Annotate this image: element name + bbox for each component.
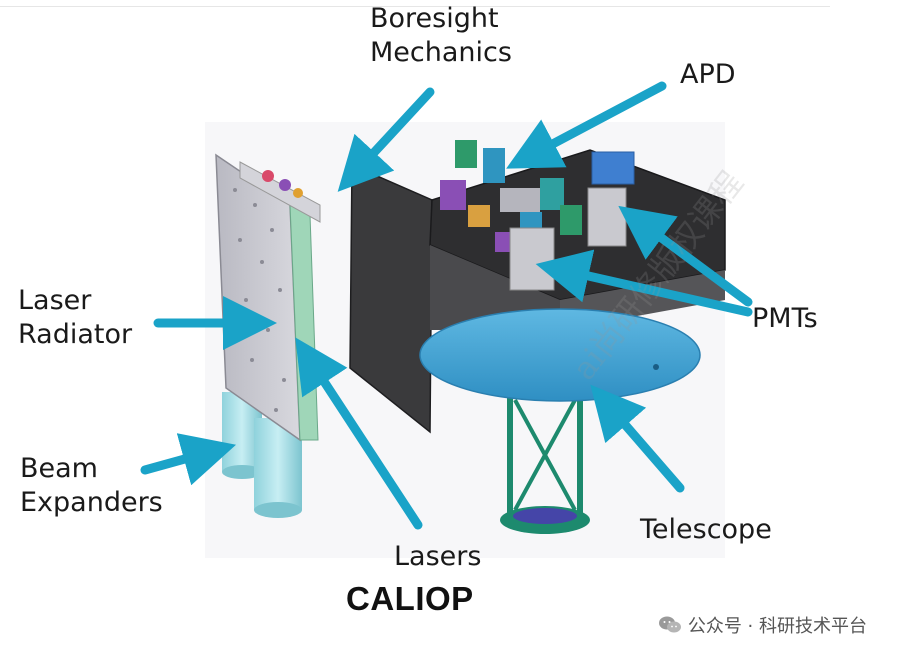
label-telescope: Telescope — [640, 514, 772, 545]
arrow-beam-expanders — [140, 433, 237, 486]
wechat-icon — [658, 616, 681, 633]
label-boresight-mechanics: Boresight Mechanics — [370, 3, 512, 68]
label-lasers: Lasers — [394, 541, 482, 572]
label-apd: APD — [680, 59, 736, 90]
label-beam-expanders: Beam Expanders — [20, 453, 163, 518]
callout-arrows — [140, 81, 753, 530]
bench-components — [440, 140, 635, 291]
top-divider — [0, 6, 830, 7]
arrow-telescope — [590, 384, 685, 493]
label-pmts: PMTs — [752, 303, 818, 334]
arrow-pmt-2 — [535, 249, 753, 317]
source-watermark-text: 公众号 · 科研技术平台 — [687, 616, 867, 637]
source-watermark: 公众号 · 科研技术平台 — [658, 612, 867, 638]
arrow-apd — [506, 81, 667, 169]
arrow-pmt-1 — [618, 205, 753, 307]
figure-caption: CALIOP — [346, 580, 474, 617]
label-laser-radiator: Laser Radiator — [18, 285, 133, 350]
arrow-lasers — [295, 337, 423, 530]
telescope — [419, 308, 701, 534]
arrow-boresight — [337, 87, 435, 192]
